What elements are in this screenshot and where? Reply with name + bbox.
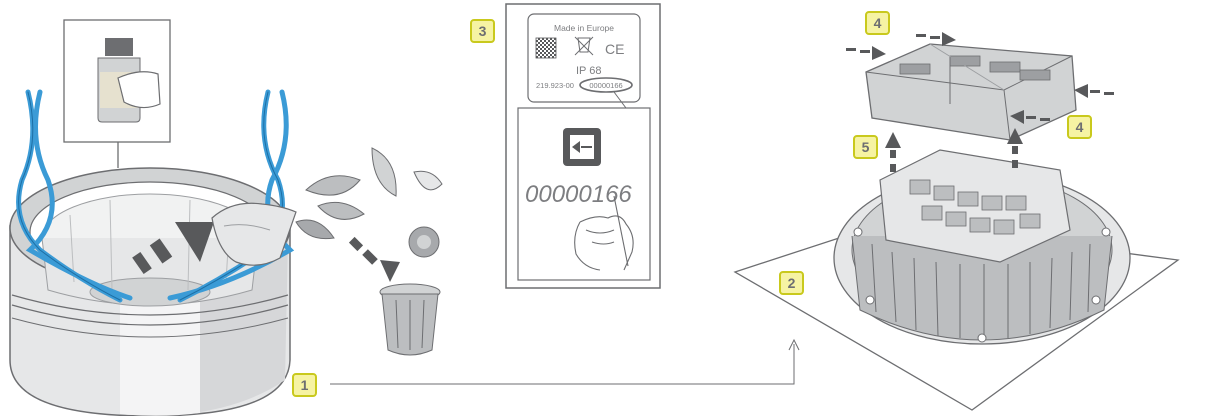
arrow-5-right-icon xyxy=(1007,128,1023,168)
insert-arrow-icon xyxy=(132,222,214,275)
svg-text:4: 4 xyxy=(874,15,882,31)
arrow-4-right-icon xyxy=(1074,84,1114,98)
svg-text:3: 3 xyxy=(479,23,487,39)
svg-text:5: 5 xyxy=(862,139,870,155)
debris-group xyxy=(295,147,443,282)
step-badge-4-right: 4 xyxy=(1067,115,1092,139)
step-badge-2: 2 xyxy=(779,271,804,295)
leaf-icon xyxy=(305,175,361,196)
cloth-in-callout-icon xyxy=(117,71,161,109)
lift-arrows xyxy=(885,128,1023,172)
sensor-symbol-icon xyxy=(563,128,601,166)
svg-text:1: 1 xyxy=(301,377,309,393)
arrow-4-lower-right-icon xyxy=(1010,110,1050,124)
step-badge-4-top: 4 xyxy=(865,11,890,35)
module-base xyxy=(833,149,1131,345)
leaf-icon xyxy=(413,170,443,191)
label-card: Made in Europe CE IP 68 219.923-00 00000… xyxy=(505,3,661,289)
arrow-4-top-left-icon xyxy=(846,46,886,60)
leaf-icon xyxy=(295,219,335,240)
step-badge-1: 1 xyxy=(292,373,317,397)
svg-text:4: 4 xyxy=(1076,119,1084,135)
step-badge-3: 3 xyxy=(470,19,495,43)
hand-writing-icon xyxy=(574,195,634,271)
ce-mark-icon: CE xyxy=(605,41,624,57)
release-arrows xyxy=(846,32,1114,124)
leaf-icon xyxy=(371,147,397,197)
ip-rating-label: IP 68 xyxy=(576,65,602,77)
arrow-5-left-icon xyxy=(885,132,901,172)
svg-text:2: 2 xyxy=(788,275,796,291)
cleaning-callout xyxy=(63,19,171,168)
cloth-icon xyxy=(211,202,297,266)
arrow-4-top-right-icon xyxy=(916,32,956,46)
trash-bin-icon xyxy=(379,283,441,356)
module-cover xyxy=(865,43,1077,141)
crossed-bin-icon xyxy=(574,36,594,56)
handwritten-serial: 00000166 xyxy=(525,181,632,208)
leaf-icon xyxy=(317,201,365,220)
article-number-label: 219.923-00 xyxy=(536,81,574,90)
qr-code-icon xyxy=(535,37,557,59)
step-connector xyxy=(330,338,800,385)
housing-illustration xyxy=(9,167,291,416)
made-in-label: Made in Europe xyxy=(554,23,614,33)
serial-number-label: 00000166 xyxy=(589,81,622,90)
step-badge-5: 5 xyxy=(853,135,878,159)
